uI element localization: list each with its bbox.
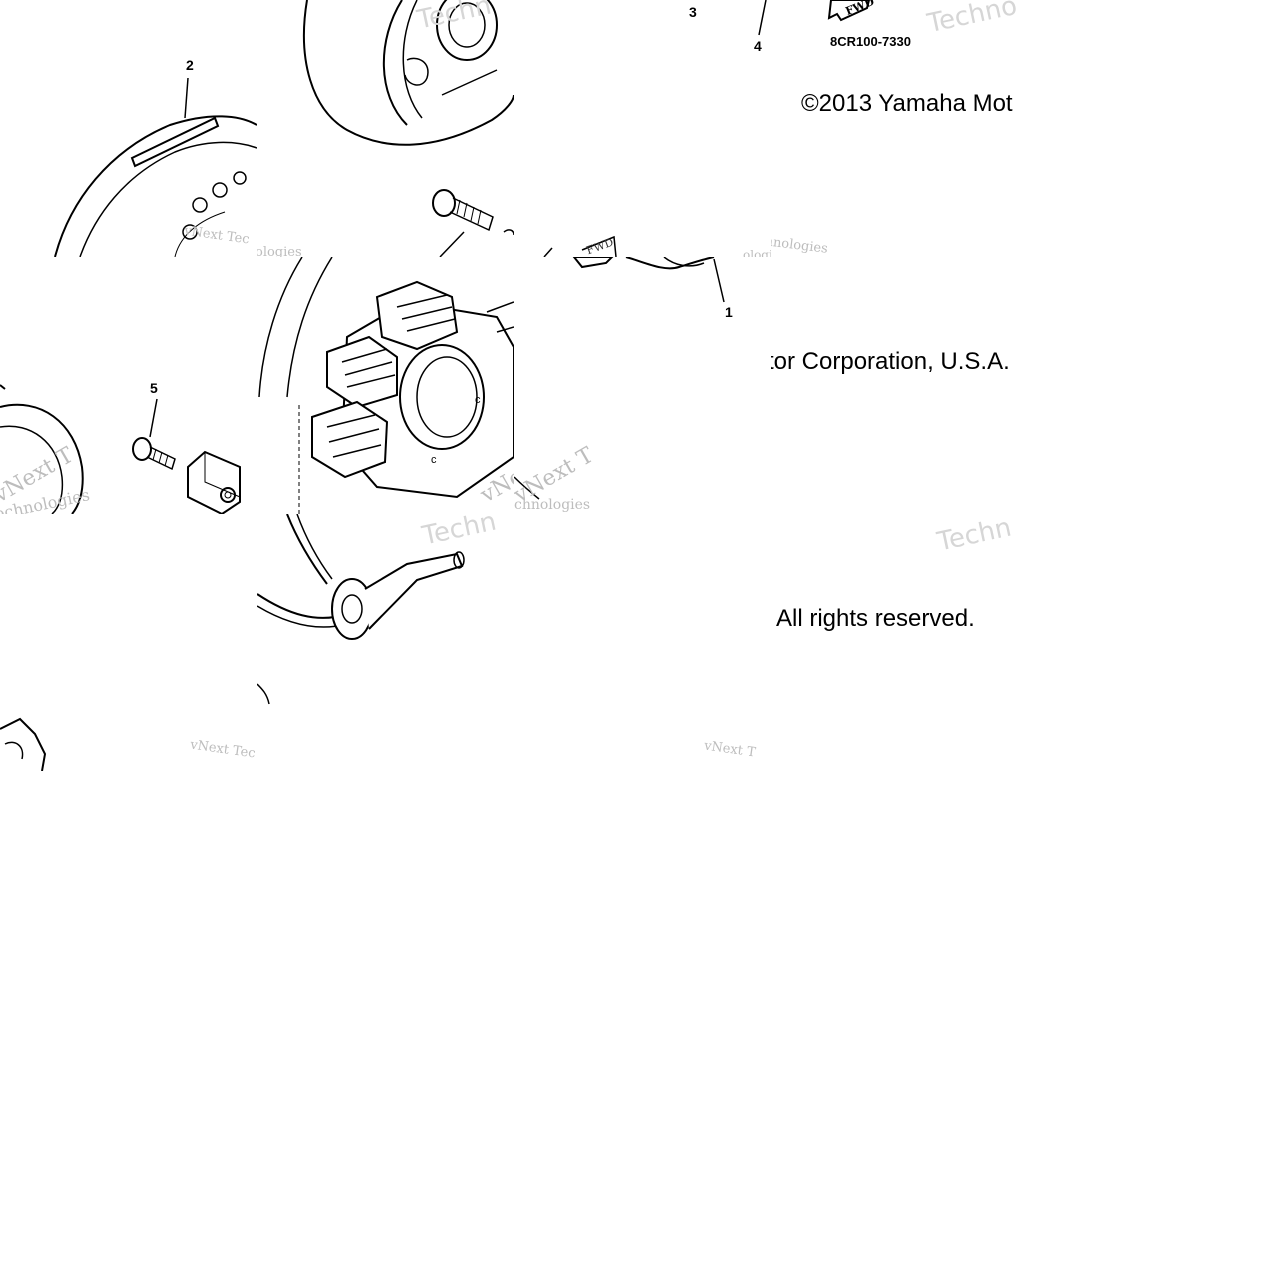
watermark-technologies: Techn: [934, 514, 1015, 558]
diagram-tile-coupler: vNext Tec: [0, 514, 257, 771]
diagram-tile-copyright-middle: tor Corporation, U.S.A.: [771, 257, 1028, 514]
watermark-vnext: vNext T: [703, 738, 757, 761]
callout-part-4: 4: [754, 38, 762, 54]
diagram-tile-stator: c c vNext T: [257, 257, 514, 514]
copyright-line-2: tor Corporation, U.S.A.: [771, 348, 1010, 375]
stator-coil-drawing: c c: [258, 257, 514, 514]
forward-arrow-drawing: [543, 0, 767, 257]
copyright-line-3: All rights reserved.: [776, 605, 975, 632]
diagram-tile-blank: vNext T: [514, 514, 771, 771]
set-bolt-and-clamp-drawing: [0, 384, 241, 514]
drawing-code: 8CR100-7330: [830, 34, 911, 49]
callout-part-5: 5: [150, 380, 158, 396]
fwd-indicator-drawing: [827, 0, 871, 22]
coupler-drawing: [0, 717, 47, 771]
diagram-tile-fwd-callout: 1 vNext T chnologies: [514, 257, 771, 514]
diagram-tile-rotor-bolt: Techn ologies: [257, 0, 514, 257]
diagram-tile-copyright-top: FWD 8CR100-7330 ©2013 Yamaha Mot Techno …: [771, 0, 1028, 257]
grommet-and-lead-drawing: [257, 514, 465, 705]
diagram-tile-copyright-bottom: All rights reserved. Techn: [771, 514, 1028, 771]
diagram-tile-flywheel-rotor: 2 vNext Tec: [0, 0, 257, 257]
callout-part-1: 1: [725, 304, 733, 320]
fwd-and-part-1-drawing: [514, 257, 725, 500]
svg-text:c: c: [431, 454, 437, 466]
svg-text:c: c: [475, 394, 481, 406]
callout-part-2: 2: [186, 57, 194, 73]
diagram-tile-set-bolt: 5 vNext T echnologies: [0, 257, 257, 514]
diagram-tile-forward-arrow: 3 4 FWD ologies: [514, 0, 771, 257]
rotor-and-bolt-drawing: [303, 0, 514, 257]
flywheel-rotor-drawing: [54, 77, 257, 257]
diagram-tile-grommet: Techn: [257, 514, 514, 771]
callout-part-3: 3: [689, 4, 697, 20]
copyright-line-1: ©2013 Yamaha Mot: [801, 90, 1013, 117]
